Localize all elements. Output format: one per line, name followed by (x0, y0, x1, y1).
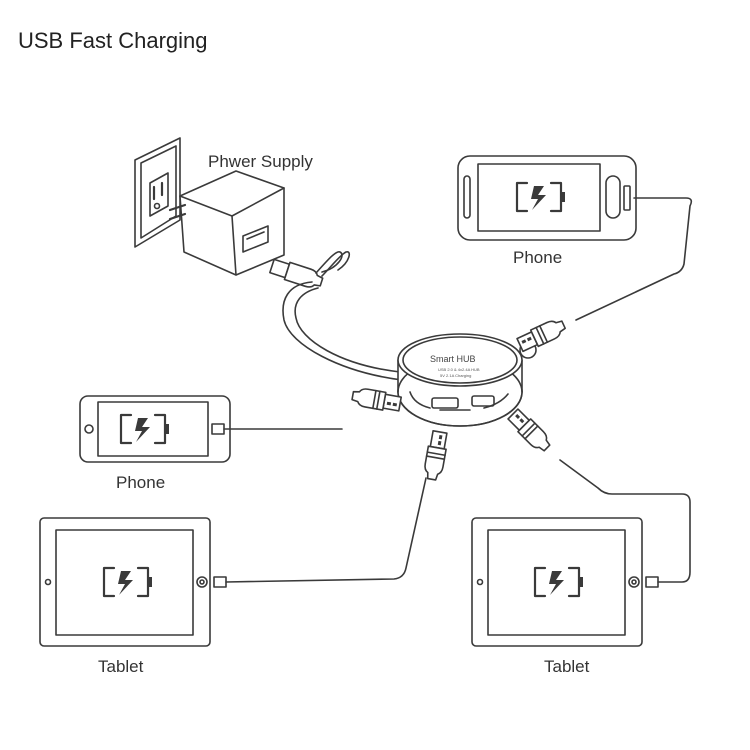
cable-tablet-left (213, 429, 450, 588)
hub-spec-line1: USB 2.0 & 4x2.4A HUB (438, 367, 480, 372)
power-supply (168, 170, 285, 276)
hub-name: Smart HUB (430, 354, 476, 364)
phone-left-label: Phone (116, 473, 165, 492)
cable-tablet-right (505, 406, 691, 588)
tablet-right-label: Tablet (544, 657, 590, 676)
phone-right-label: Phone (513, 248, 562, 267)
power-supply-label: Phwer Supply (208, 152, 313, 171)
cable-phone-left (211, 386, 403, 435)
page-title: USB Fast Charging (18, 28, 208, 53)
phone-right (457, 155, 637, 241)
cable-phone-right (515, 197, 693, 354)
wall-socket (134, 137, 181, 248)
hub-spec-line2: 5V 2.1A Charging (440, 373, 471, 378)
tablet-right (471, 517, 643, 647)
tablet-left-label: Tablet (98, 657, 144, 676)
phone-left (79, 395, 231, 463)
tablet-left (39, 517, 211, 647)
power-cable (269, 251, 403, 381)
